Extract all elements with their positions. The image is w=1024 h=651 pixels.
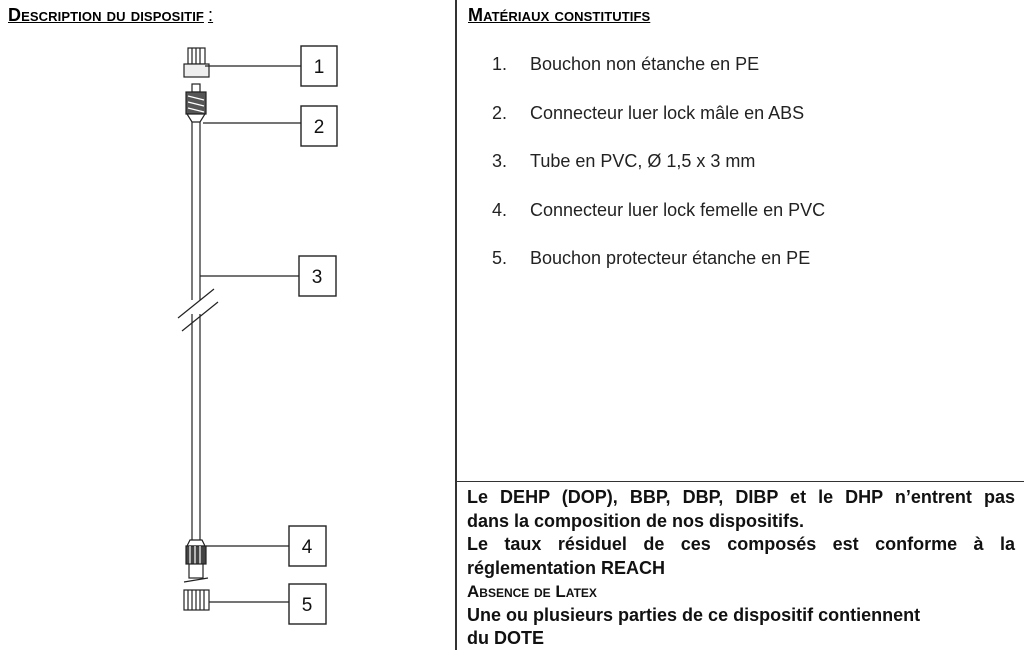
description-heading: Description du dispositif: <box>8 5 213 26</box>
list-item: 4. Connecteur luer lock femelle en PVC <box>492 200 825 249</box>
material-text: Tube en PVC, Ø 1,5 x 3 mm <box>530 151 756 171</box>
material-text: Connecteur luer lock mâle en ABS <box>530 102 805 123</box>
cap-1-icon <box>183 47 210 78</box>
device-diagram: 1 2 3 4 5 <box>177 45 338 625</box>
compliance-notice: Le DEHP (DOP), BBP, DBP, DIBP et le DHP … <box>467 486 1015 651</box>
list-item: 1. Bouchon non étanche en PE <box>492 54 825 103</box>
notice-line-3: Le taux résiduel de ces composés est con… <box>467 534 1015 554</box>
description-heading-text: Description du dispositif <box>8 5 204 25</box>
male-connector-2-icon <box>185 83 207 123</box>
callout-label-4: 4 <box>302 537 313 558</box>
callout-label-5: 5 <box>302 595 313 616</box>
leader-lines <box>200 65 301 603</box>
list-item: 3. Tube en PVC, Ø 1,5 x 3 mm <box>492 151 825 200</box>
callout-box-5 <box>288 583 327 625</box>
callout-box-1 <box>300 45 338 87</box>
callout-label-1: 1 <box>314 57 325 78</box>
callout-label-2: 2 <box>314 117 325 138</box>
materials-list: 1. Bouchon non étanche en PE 2. Connecteur… <box>492 54 825 297</box>
notice-line-1: Le DEHP (DOP), BBP, DBP, DIBP et le DHP … <box>467 487 1015 507</box>
materials-heading: Matériaux constitutifs <box>468 5 651 25</box>
notice-line-2: dans la composition de nos dispositifs. <box>467 510 805 531</box>
material-text: Bouchon protecteur étanche en PE <box>530 248 811 268</box>
vertical-divider <box>455 0 457 650</box>
callout-box-4 <box>288 525 327 567</box>
material-text: Bouchon non étanche en PE <box>530 54 760 74</box>
material-number: 1. <box>492 54 508 74</box>
notice-line-4: réglementation REACH <box>467 557 666 578</box>
callout-box-2 <box>300 105 338 147</box>
notice-line-7: du DOTE <box>467 628 544 648</box>
description-heading-colon: : <box>207 5 214 25</box>
list-item: 5. Bouchon protecteur étanche en PE <box>492 248 825 297</box>
material-text: Connecteur luer lock femelle en PVC <box>530 199 826 220</box>
horizontal-divider <box>456 481 1024 482</box>
callout-boxes <box>288 45 338 625</box>
callout-label-3: 3 <box>312 267 323 288</box>
tube-3-icon <box>177 122 219 540</box>
latex-statement: Absence de Latex <box>467 582 597 601</box>
material-number: 4. <box>492 199 508 220</box>
material-number: 2. <box>492 102 508 123</box>
callout-box-3 <box>298 255 337 297</box>
female-connector-4-icon <box>183 539 209 583</box>
list-item: 2. Connecteur luer lock mâle en ABS <box>492 103 825 152</box>
notice-line-6: Une ou plusieurs parties de ce dispositi… <box>467 604 921 625</box>
cap-5-icon <box>183 589 210 611</box>
material-number: 5. <box>492 248 508 268</box>
material-number: 3. <box>492 151 508 171</box>
